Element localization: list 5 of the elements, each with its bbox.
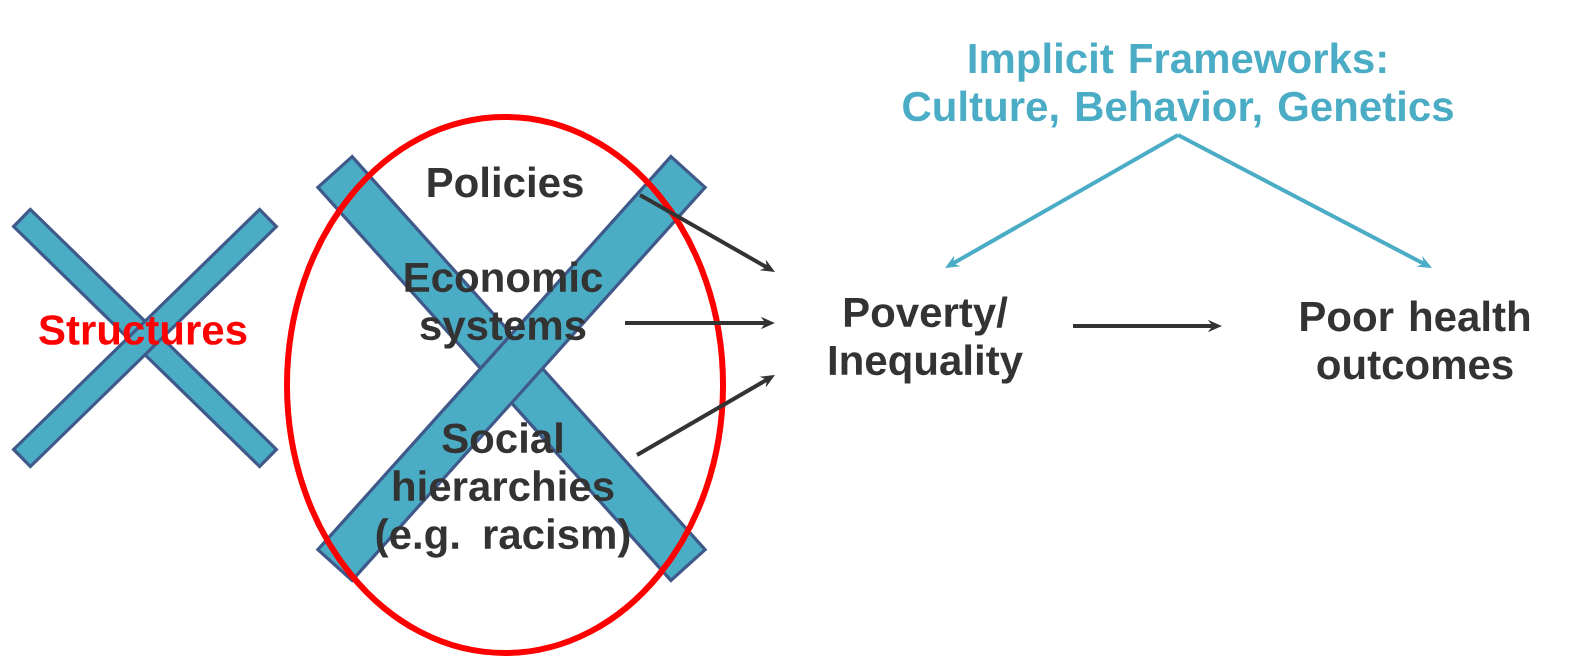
text-label: Implicit Frameworks: Culture, Behavior, Genetics: [903, 42, 1453, 128]
ellipse-outline: [284, 114, 726, 656]
text-label: Policies: [428, 166, 583, 198]
text-label: Poverty/ Inequality: [829, 296, 1023, 384]
text-label: Poor health outcomes: [1301, 300, 1530, 380]
